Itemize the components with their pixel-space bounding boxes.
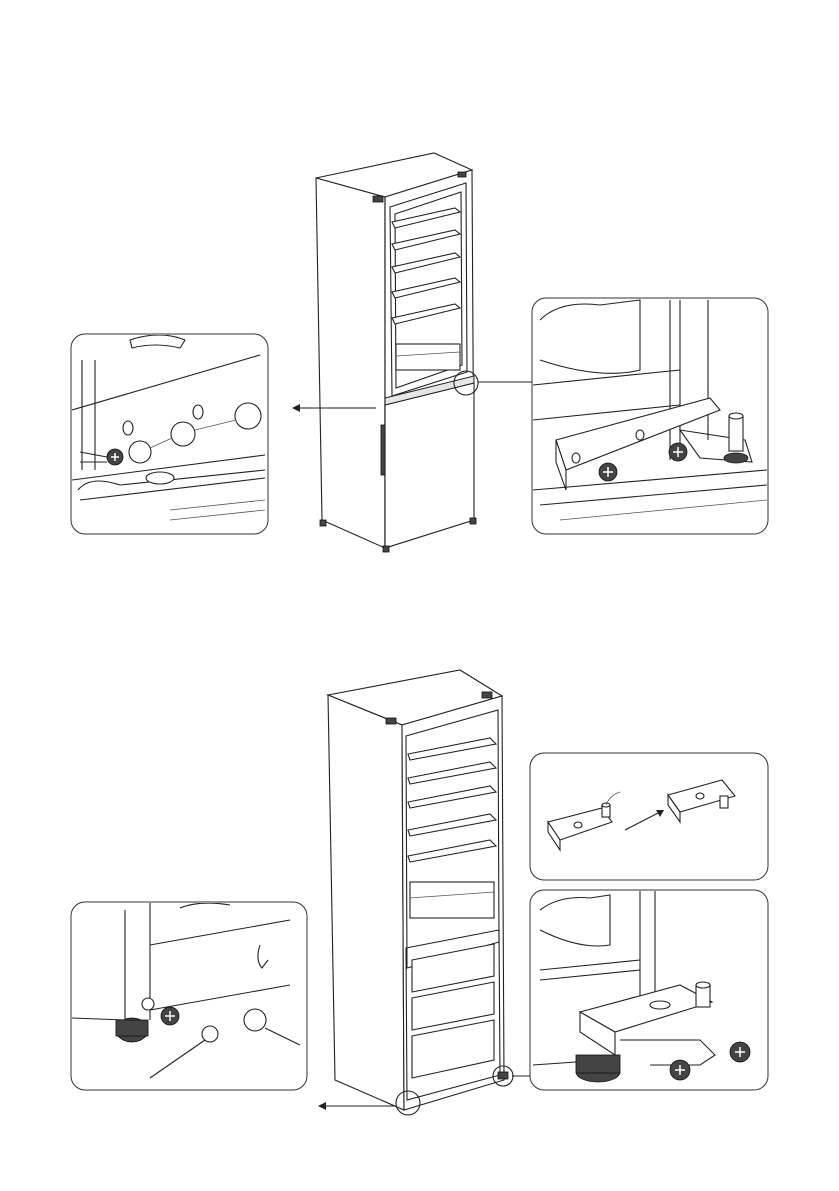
hole-cover-detail xyxy=(71,900,307,1090)
figure-2 xyxy=(0,600,839,1160)
top-hinge-reversal-detail xyxy=(530,753,768,880)
middle-hinge-detail xyxy=(532,298,768,534)
figure-1 xyxy=(0,0,839,600)
bottom-hinge-foot-detail xyxy=(530,890,768,1090)
fridge-illustration-1 xyxy=(316,153,478,552)
hinge-hole-covers-detail xyxy=(71,334,268,534)
fridge-illustration-2 xyxy=(328,670,513,1115)
